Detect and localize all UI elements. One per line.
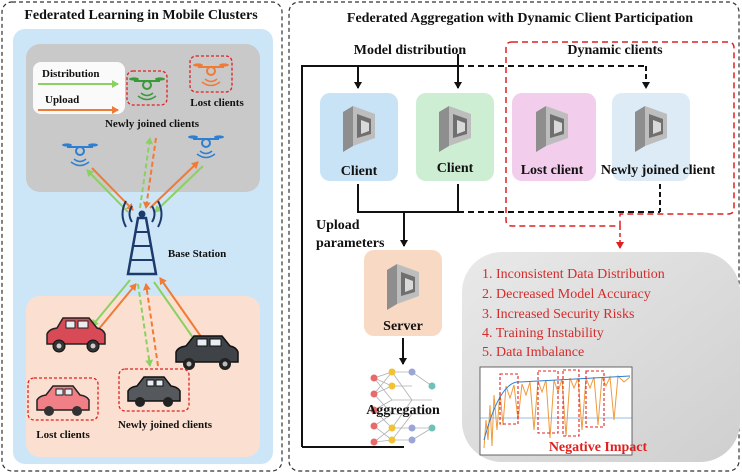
upload-label-line1: Upload bbox=[316, 218, 360, 233]
impact-item-2: 2. Decreased Model Accuracy bbox=[482, 287, 651, 302]
right-panel: Federated Aggregation with Dynamic Clien… bbox=[288, 1, 740, 472]
neural-network-icon bbox=[370, 368, 436, 446]
client-server-icon-4 bbox=[635, 106, 667, 152]
client-server-icon-2 bbox=[439, 106, 471, 152]
upload-arrows bbox=[357, 184, 661, 247]
drone-icon-left bbox=[62, 143, 98, 167]
model-distribution-label: Model distribution bbox=[354, 43, 467, 58]
dynamic-clients-label: Dynamic clients bbox=[567, 43, 663, 58]
distribution-arrows bbox=[301, 54, 650, 448]
link-arrows-top bbox=[86, 137, 204, 213]
upload-label-line2: parameters bbox=[316, 236, 385, 251]
client-label-1: Client bbox=[341, 164, 378, 179]
client-card-lost: Lost client bbox=[512, 93, 596, 181]
client-label-newly-joined: Newly joined client bbox=[601, 163, 716, 178]
drone-icon-lost-top bbox=[189, 55, 233, 93]
lost-top-label: Lost clients bbox=[190, 97, 244, 109]
base-station-icon bbox=[121, 200, 163, 276]
car-icon-newly-joined bbox=[118, 368, 190, 412]
client-server-icon-3 bbox=[536, 106, 568, 152]
server-card: Server bbox=[364, 250, 442, 336]
impact-item-3: 3. Increased Security Risks bbox=[482, 307, 634, 322]
car-icon-red bbox=[46, 317, 106, 353]
client-server-icon-1 bbox=[343, 106, 375, 152]
lost-bottom-label: Lost clients bbox=[36, 429, 90, 441]
client-card-newly-joined: Newly joined client bbox=[601, 93, 716, 181]
legend: Distribution Upload bbox=[33, 62, 125, 114]
negative-impact-label: Negative Impact bbox=[549, 440, 648, 455]
server-label: Server bbox=[383, 319, 423, 334]
drone-icon-right bbox=[188, 135, 224, 159]
server-icon bbox=[387, 264, 419, 310]
car-icon-dark bbox=[175, 335, 239, 370]
right-panel-title: Federated Aggregation with Dynamic Clien… bbox=[347, 11, 693, 26]
impact-item-1: 1. Inconsistent Data Distribution bbox=[482, 267, 665, 282]
base-station-label: Base Station bbox=[168, 248, 226, 260]
drone-icon-newly-joined-top bbox=[126, 70, 168, 106]
aggregation-label: Aggregation bbox=[366, 403, 440, 418]
link-arrows-bottom bbox=[91, 277, 203, 367]
training-curve-plot bbox=[479, 366, 633, 456]
newly-joined-top-label: Newly joined clients bbox=[105, 118, 200, 130]
client-label-lost: Lost client bbox=[521, 163, 584, 178]
newly-joined-bottom-label: Newly joined clients bbox=[118, 419, 213, 431]
car-icon-lost bbox=[27, 377, 99, 421]
client-card-2: Client bbox=[416, 93, 494, 181]
client-label-2: Client bbox=[437, 161, 474, 176]
legend-upload-label: Upload bbox=[45, 94, 79, 106]
legend-distribution-label: Distribution bbox=[42, 68, 99, 80]
dynamic-clients-frame bbox=[505, 41, 735, 227]
client-card-1: Client bbox=[320, 93, 398, 181]
impact-item-4: 4. Training Instability bbox=[482, 326, 604, 341]
impact-item-5: 5. Data Imbalance bbox=[482, 345, 584, 360]
impact-bubble: 1. Inconsistent Data Distribution 2. Dec… bbox=[462, 252, 740, 462]
left-panel-title: Federated Learning in Mobile Clusters bbox=[24, 8, 258, 23]
left-panel: Federated Learning in Mobile Clusters Di… bbox=[1, 1, 283, 472]
